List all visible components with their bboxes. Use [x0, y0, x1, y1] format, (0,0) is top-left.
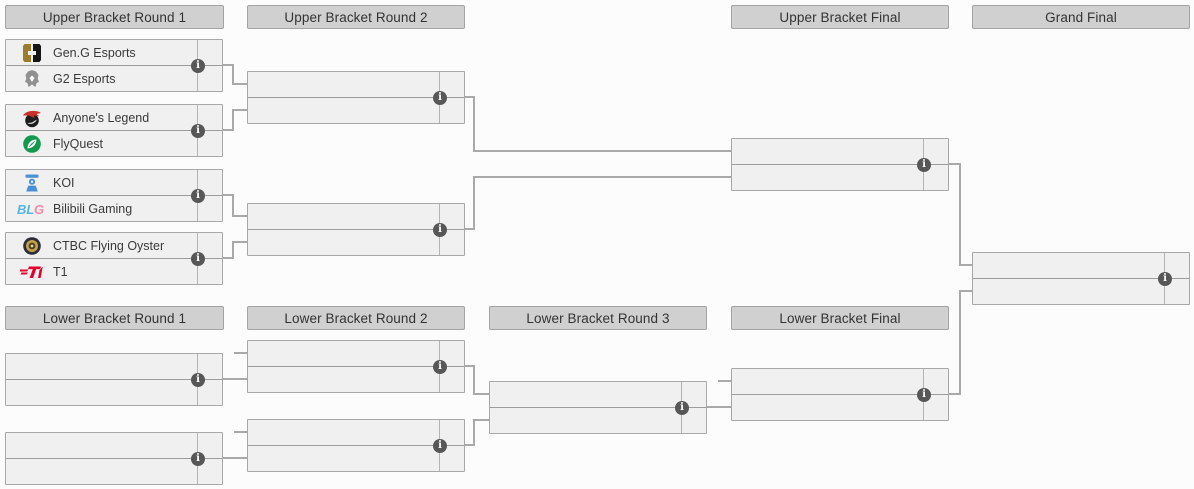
- team-row-empty: [248, 72, 464, 98]
- team-row[interactable]: Anyone's Legend: [6, 105, 222, 131]
- connector-lbr2m2-lbr3: [465, 419, 489, 446]
- team-row-empty: [248, 341, 464, 367]
- svg-text:BL: BL: [17, 202, 34, 217]
- team-row-empty: [6, 380, 222, 405]
- team-row-empty: [248, 446, 464, 471]
- match-upper-r1-4: CTBC Flying Oyster T1 i: [5, 232, 223, 285]
- svg-text:G: G: [34, 202, 44, 217]
- header-upper-bracket-round-1: Upper Bracket Round 1: [5, 5, 224, 29]
- team-row-empty: [973, 279, 1189, 304]
- team-row-empty: [973, 253, 1189, 279]
- match-info-button[interactable]: i: [191, 58, 205, 73]
- header-grand-final: Grand Final: [972, 5, 1190, 29]
- team-row[interactable]: FlyQuest: [6, 131, 222, 156]
- team-name: T1: [53, 264, 68, 279]
- match-info-button[interactable]: i: [917, 157, 931, 172]
- team-row-empty: [732, 369, 948, 395]
- flyquest-logo-icon: [16, 134, 48, 154]
- team-row-empty: [248, 98, 464, 123]
- team-row-empty: [490, 408, 706, 433]
- t1-logo-icon: [16, 262, 48, 282]
- match-upper-final: i: [731, 138, 949, 191]
- team-row-empty: [248, 420, 464, 446]
- team-row[interactable]: G2 Esports: [6, 66, 222, 91]
- match-info-button[interactable]: i: [191, 372, 205, 387]
- koi-logo-icon: [16, 173, 48, 193]
- connector-ubr1m1-ubr2m1: [223, 64, 247, 85]
- match-lower-final: i: [731, 368, 949, 421]
- team-row[interactable]: KOI: [6, 170, 222, 196]
- team-name: Bilibili Gaming: [53, 201, 133, 216]
- g2-esports-logo-icon: [16, 69, 48, 89]
- match-lower-r2-2: i: [247, 419, 465, 472]
- match-upper-r2-2: i: [247, 203, 465, 256]
- connector-ubfinal-grandfinal: [949, 163, 972, 266]
- team-row-empty: [248, 367, 464, 392]
- team-name: Anyone's Legend: [53, 110, 150, 125]
- team-row-empty: [732, 165, 948, 190]
- match-info-button[interactable]: i: [917, 387, 931, 402]
- team-row[interactable]: Gen.G Esports: [6, 40, 222, 66]
- team-row-empty: [490, 382, 706, 408]
- header-lower-bracket-round-2: Lower Bracket Round 2: [247, 306, 465, 330]
- match-info-button[interactable]: i: [433, 222, 447, 237]
- match-grand-final: i: [972, 252, 1190, 305]
- connector-lbfinal-grandfinal: [949, 290, 972, 395]
- match-info-button[interactable]: i: [1158, 271, 1172, 286]
- header-lower-bracket-round-1: Lower Bracket Round 1: [5, 306, 224, 330]
- team-row-empty: [732, 139, 948, 165]
- team-row-empty: [732, 395, 948, 420]
- connector-lbr2m1-lbr3: [465, 365, 489, 395]
- team-name: Gen.G Esports: [53, 45, 136, 60]
- match-info-button[interactable]: i: [191, 123, 205, 138]
- match-info-button[interactable]: i: [191, 188, 205, 203]
- match-upper-r1-2: Anyone's Legend FlyQuest i: [5, 104, 223, 157]
- team-row[interactable]: T1: [6, 259, 222, 284]
- connector-ubr1m3-ubr2m2: [223, 194, 247, 217]
- team-row-empty: [6, 459, 222, 484]
- team-row[interactable]: CTBC Flying Oyster: [6, 233, 222, 259]
- match-info-button[interactable]: i: [433, 438, 447, 453]
- team-row-empty: [6, 354, 222, 380]
- team-name: KOI: [53, 175, 75, 190]
- match-lower-r1-2: i: [5, 432, 223, 485]
- match-info-button[interactable]: i: [433, 359, 447, 374]
- connector-ubr2m2-ubfinal: [465, 176, 731, 230]
- team-name: G2 Esports: [53, 71, 116, 86]
- connector-ubr2m1-ubfinal: [465, 96, 731, 152]
- match-info-button[interactable]: i: [191, 251, 205, 266]
- match-info-button[interactable]: i: [191, 451, 205, 466]
- match-info-button[interactable]: i: [675, 400, 689, 415]
- match-info-button[interactable]: i: [433, 90, 447, 105]
- match-lower-r1-1: i: [5, 353, 223, 406]
- connector-ubr1m4-ubr2m2: [223, 241, 247, 259]
- header-upper-bracket-round-2: Upper Bracket Round 2: [247, 5, 465, 29]
- header-upper-bracket-final: Upper Bracket Final: [731, 5, 949, 29]
- team-row-empty: [248, 230, 464, 255]
- header-lower-bracket-round-3: Lower Bracket Round 3: [489, 306, 707, 330]
- ctbc-flying-oyster-logo-icon: [16, 236, 48, 256]
- connector-ubr1m2-ubr2m1: [223, 109, 247, 131]
- team-row-empty: [6, 433, 222, 459]
- header-lower-bracket-final: Lower Bracket Final: [731, 306, 949, 330]
- match-upper-r1-1: Gen.G Esports G2 Esports i: [5, 39, 223, 92]
- anyones-legend-logo-icon: [16, 108, 48, 128]
- team-name: CTBC Flying Oyster: [53, 238, 165, 253]
- match-lower-r3: i: [489, 381, 707, 434]
- match-lower-r2-1: i: [247, 340, 465, 393]
- match-upper-r2-1: i: [247, 71, 465, 124]
- team-row-empty: [248, 204, 464, 230]
- gen-g-logo-icon: [16, 43, 48, 63]
- team-name: FlyQuest: [53, 136, 104, 151]
